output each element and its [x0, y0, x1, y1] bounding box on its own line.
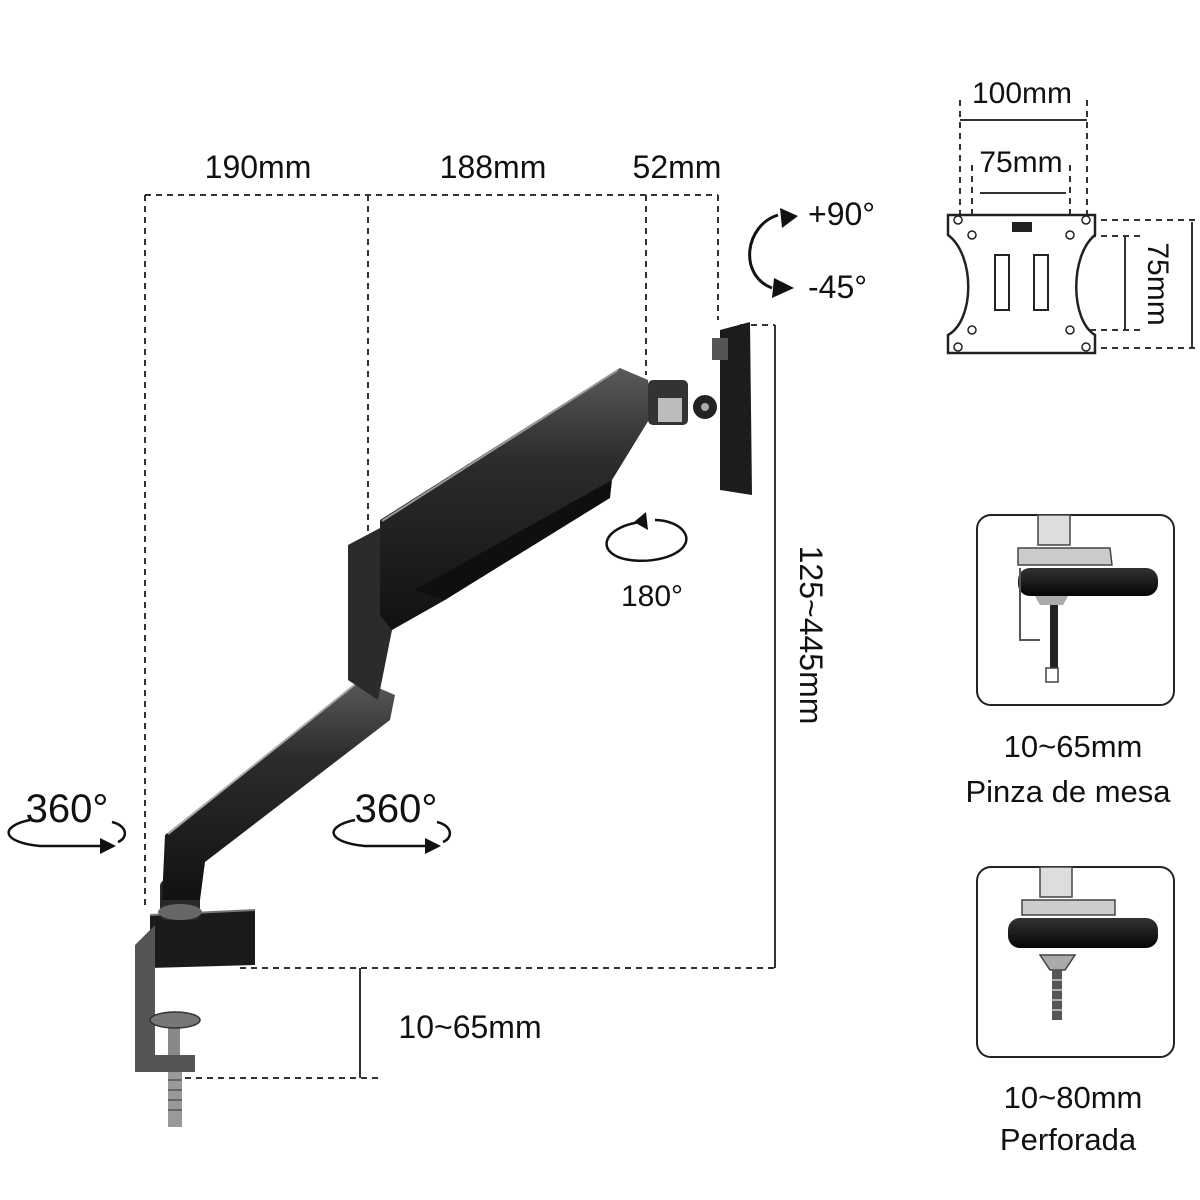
tilt-arrow-icon: [748, 208, 798, 298]
base-rotation-label: 360°: [26, 787, 109, 831]
tilt-down-label: -45°: [808, 269, 867, 305]
grommet-mount-name: Perforada: [1000, 1122, 1137, 1157]
dimension-seg1-label: 190mm: [205, 149, 312, 185]
vesa-outer-label: 100mm: [972, 77, 1072, 110]
base-rotation-icon: [7, 818, 126, 854]
grommet-mount-card: [976, 866, 1175, 1058]
vesa-height-label: 75mm: [1141, 242, 1174, 325]
clamp-range-label: 10~65mm: [398, 1009, 541, 1045]
dimension-seg2-label: 188mm: [440, 149, 547, 185]
monitor-arm-illustration: [135, 322, 752, 1127]
tilt-up-label: +90°: [808, 196, 875, 232]
swivel-arrow-icon: [605, 512, 688, 563]
joint-rotation-icon: [332, 818, 451, 854]
grommet-mount-range: 10~80mm: [1004, 1080, 1143, 1115]
vesa-inner-label: 75mm: [979, 146, 1062, 179]
swivel-label: 180°: [621, 580, 683, 613]
clamp-mount-name: Pinza de mesa: [965, 774, 1171, 809]
clamp-mount-range: 10~65mm: [1004, 729, 1143, 764]
vesa-plate-icon: [946, 213, 1097, 355]
height-range-label: 125~445mm: [793, 546, 829, 725]
dimension-guides: [144, 194, 776, 1079]
dimension-seg3-label: 52mm: [633, 149, 722, 185]
clamp-mount-card: [976, 514, 1175, 706]
joint-rotation-label: 360°: [355, 787, 438, 831]
